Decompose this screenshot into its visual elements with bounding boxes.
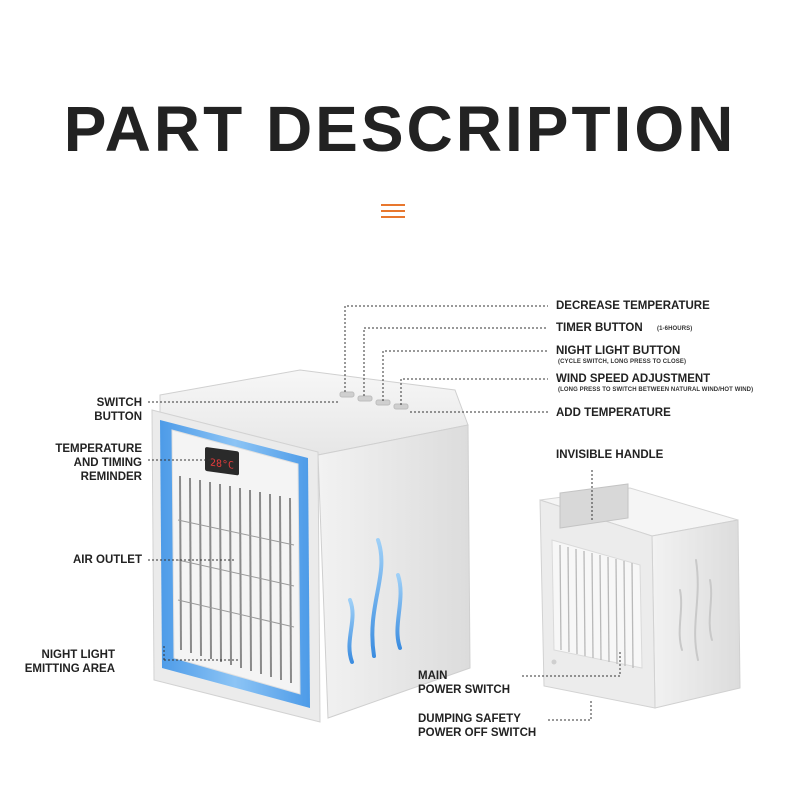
main-unit: 28°C (151, 369, 471, 723)
label-add-temperature: ADD TEMPERATURE (556, 407, 671, 419)
label-dumping-safety-power-off-switch: DUMPING SAFETY POWER OFF SWITCH (418, 713, 537, 739)
label-switch-button: SWITCH BUTTON (94, 397, 142, 423)
label-wind-speed-adjustment: WIND SPEED ADJUSTMENT (556, 373, 711, 385)
display-reading: 28°C (210, 458, 234, 472)
label-invisible-handle: INVISIBLE HANDLE (556, 449, 664, 461)
back-unit (539, 483, 741, 709)
label-night-light-button-note: (CYCLE SWITCH, LONG PRESS TO CLOSE) (558, 359, 687, 365)
label-wind-speed-adjustment-note: (LONG PRESS TO SWITCH BETWEEN NATURAL WI… (558, 387, 754, 393)
label-temperature-timing-reminder: TEMPERATURE AND TIMING REMINDER (55, 443, 142, 483)
label-main-power-switch: MAIN POWER SWITCH (418, 670, 510, 696)
label-night-light-button: NIGHT LIGHT BUTTON (556, 345, 681, 357)
label-timer-button: TIMER BUTTON (556, 322, 643, 334)
label-decrease-temperature: DECREASE TEMPERATURE (556, 300, 710, 312)
label-timer-button-note: (1-6HOURS) (657, 326, 693, 332)
page-title: PART DESCRIPTION (63, 93, 737, 165)
label-night-light-emitting-area: NIGHT LIGHT EMITTING AREA (24, 649, 115, 675)
menu-icon (381, 204, 405, 220)
leader-lines (148, 305, 621, 721)
label-air-outlet: AIR OUTLET (73, 554, 142, 566)
